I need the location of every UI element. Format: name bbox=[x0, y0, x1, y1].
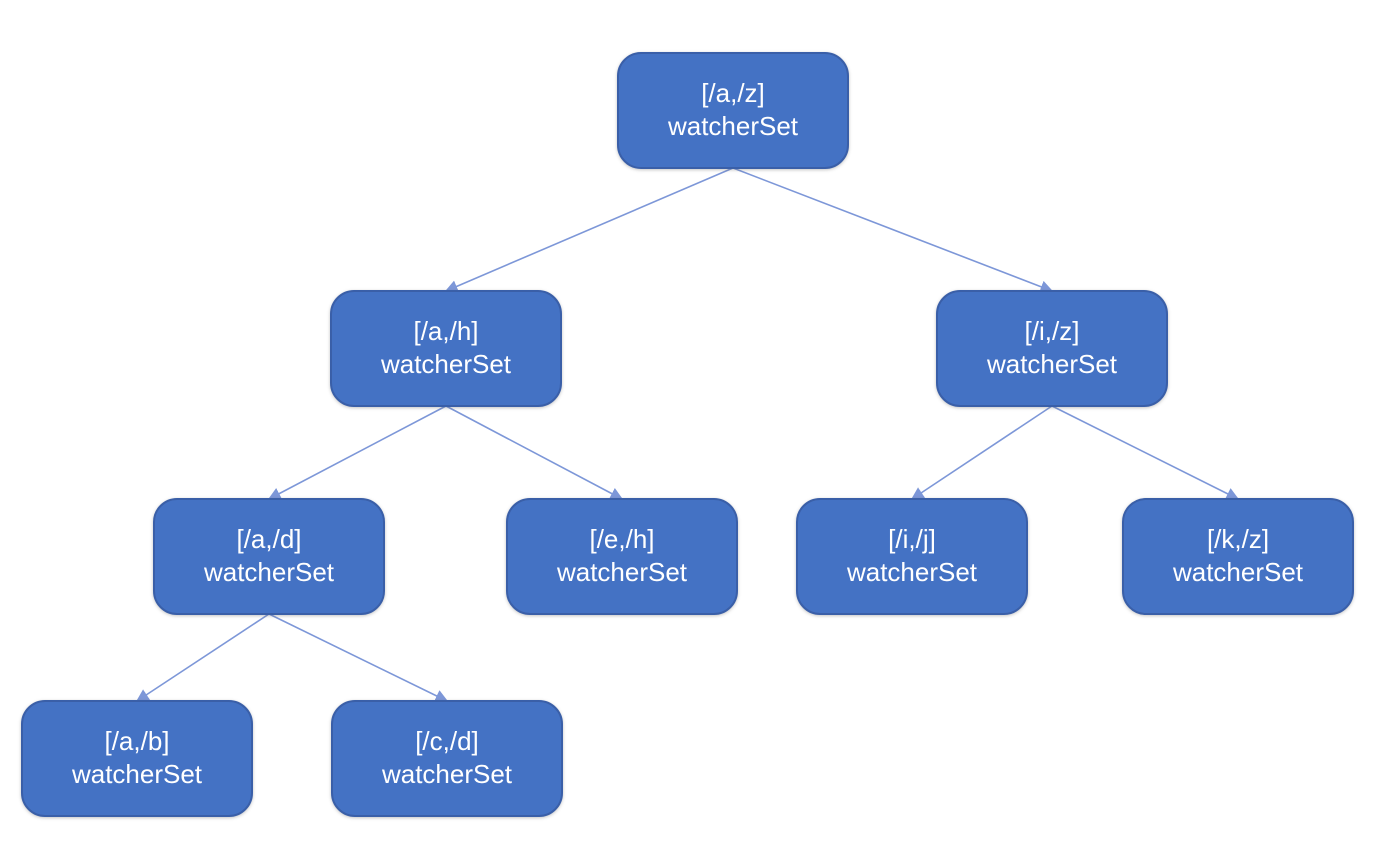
tree-node: [/a,/b] watcherSet bbox=[21, 700, 253, 817]
node-range-label: [/a,/z] bbox=[701, 78, 765, 109]
tree-node-root: [/a,/z] watcherSet bbox=[617, 52, 849, 169]
tree-node: [/k,/z] watcherSet bbox=[1122, 498, 1354, 615]
node-range-label: [/i,/z] bbox=[1024, 316, 1080, 347]
node-range-label: [/a,/b] bbox=[104, 726, 170, 757]
tree-connector bbox=[267, 405, 447, 500]
tree-connector bbox=[445, 405, 624, 500]
node-range-label: [/e,/h] bbox=[589, 524, 655, 555]
tree-connector bbox=[1051, 405, 1240, 500]
tree-node: [/a,/d] watcherSet bbox=[153, 498, 385, 615]
node-range-label: [/a,/d] bbox=[236, 524, 302, 555]
tree-node: [/e,/h] watcherSet bbox=[506, 498, 738, 615]
node-watcherset-label: watcherSet bbox=[381, 759, 513, 789]
node-watcherset-label: watcherSet bbox=[203, 557, 335, 587]
node-range-label: [/k,/z] bbox=[1206, 524, 1270, 555]
node-range-label: [/a,/h] bbox=[413, 316, 479, 347]
node-watcherset-label: watcherSet bbox=[380, 349, 512, 379]
node-watcherset-label: watcherSet bbox=[71, 759, 203, 789]
tree-node: [/a,/h] watcherSet bbox=[330, 290, 562, 407]
node-watcherset-label: watcherSet bbox=[667, 111, 799, 141]
node-range-label: [/i,/j] bbox=[888, 524, 936, 555]
tree-connector bbox=[444, 167, 734, 293]
tree-connector bbox=[910, 405, 1053, 500]
node-watcherset-label: watcherSet bbox=[986, 349, 1118, 379]
node-watcherset-label: watcherSet bbox=[556, 557, 688, 587]
tree-node: [/c,/d] watcherSet bbox=[331, 700, 563, 817]
tree-connector bbox=[732, 167, 1054, 293]
node-watcherset-label: watcherSet bbox=[1172, 557, 1304, 587]
tree-connector bbox=[268, 613, 449, 702]
node-watcherset-label: watcherSet bbox=[846, 557, 978, 587]
tree-connector bbox=[135, 613, 270, 702]
tree-node: [/i,/j] watcherSet bbox=[796, 498, 1028, 615]
tree-node: [/i,/z] watcherSet bbox=[936, 290, 1168, 407]
node-range-label: [/c,/d] bbox=[415, 726, 479, 757]
